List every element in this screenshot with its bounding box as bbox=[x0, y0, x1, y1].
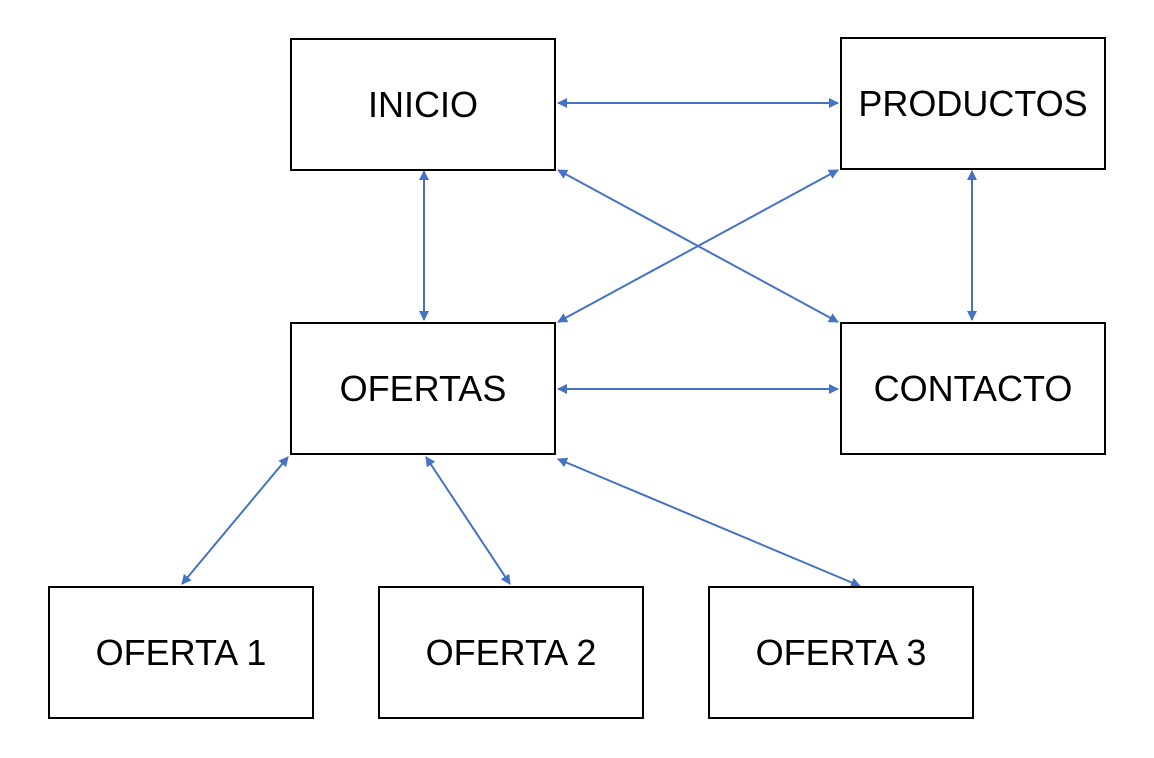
node-label-inicio: INICIO bbox=[367, 83, 478, 125]
node-label-oferta-2: OFERTA 2 bbox=[425, 631, 597, 673]
node-productos: PRODUCTOS bbox=[840, 37, 1106, 170]
edge-productos-ofertas bbox=[557, 169, 839, 323]
node-contacto: CONTACTO bbox=[840, 322, 1106, 455]
edge-ofertas-oferta1 bbox=[181, 456, 289, 585]
node-label-productos: PRODUCTOS bbox=[858, 82, 1088, 124]
node-label-contacto: CONTACTO bbox=[873, 367, 1073, 409]
node-ofertas: OFERTAS bbox=[290, 322, 556, 455]
node-oferta-1: OFERTA 1 bbox=[48, 586, 314, 719]
edge-ofertas-oferta2 bbox=[425, 456, 511, 585]
node-oferta-2: OFERTA 2 bbox=[378, 586, 644, 719]
node-inicio: INICIO bbox=[290, 38, 556, 171]
edge-ofertas-oferta3 bbox=[557, 457, 861, 588]
node-label-ofertas: OFERTAS bbox=[339, 367, 507, 409]
node-oferta-3: OFERTA 3 bbox=[708, 586, 974, 719]
node-label-oferta-3: OFERTA 3 bbox=[755, 631, 927, 673]
node-label-oferta-1: OFERTA 1 bbox=[95, 631, 267, 673]
